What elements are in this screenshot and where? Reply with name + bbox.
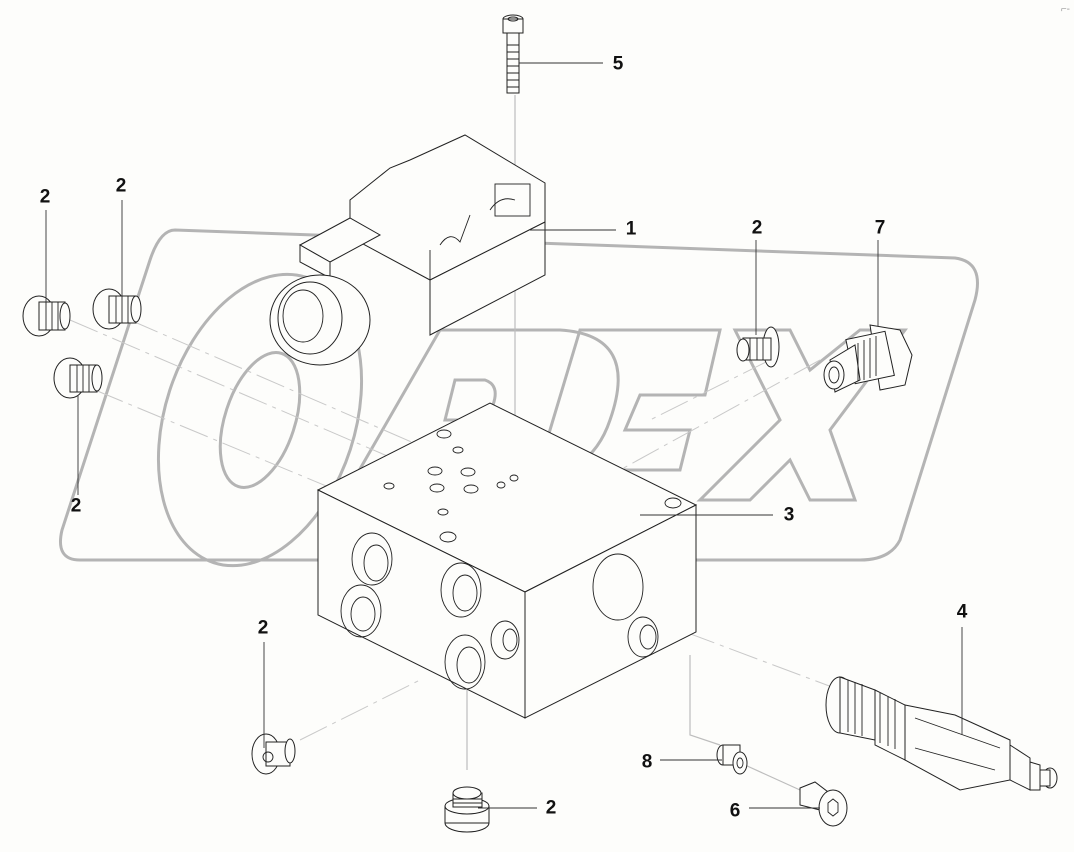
callout-2-lower-left[interactable]: 2	[70, 495, 82, 517]
callout-2-right[interactable]: 2	[751, 217, 763, 239]
assembly-axis-lines	[69, 95, 841, 791]
callout-8[interactable]: 8	[641, 751, 653, 773]
valve-block-side-ports	[592, 553, 659, 658]
callout-2-bottom[interactable]: 2	[545, 797, 557, 819]
part-6-hex-plug[interactable]	[799, 781, 848, 827]
callout-2-bottom-left[interactable]: 2	[257, 617, 269, 639]
part-5-cap-screw[interactable]	[502, 14, 524, 94]
leader-lines	[45, 62, 963, 809]
callout-6[interactable]: 6	[729, 800, 741, 822]
part-2-plug-bottom-left[interactable]	[251, 733, 296, 775]
part-2-plug-bottom[interactable]	[444, 786, 490, 833]
callout-3[interactable]: 3	[783, 504, 795, 526]
part-2-plug-upper-left[interactable]	[22, 295, 71, 337]
callout-2-upper-left[interactable]: 2	[39, 186, 51, 208]
part-2-plug-upper[interactable]	[92, 288, 142, 330]
valve-block-top-ports	[383, 429, 682, 543]
part-7-fitting[interactable]	[823, 324, 913, 393]
callout-7[interactable]: 7	[874, 217, 886, 239]
part-8-orifice-plug[interactable]	[716, 744, 748, 775]
corner-mark: ⌐-	[1060, 4, 1070, 15]
part-3-valve-block[interactable]	[316, 402, 698, 719]
part-2-plug-lower-left[interactable]	[53, 357, 103, 399]
part-1-solenoid-valve[interactable]	[269, 134, 546, 366]
part-4-cartridge-valve[interactable]	[825, 676, 1058, 791]
part-2-plug-right[interactable]	[736, 326, 780, 368]
callout-5[interactable]: 5	[612, 53, 624, 75]
callout-4[interactable]: 4	[956, 601, 968, 623]
callout-1[interactable]: 1	[625, 218, 637, 240]
valve-block-front-ports	[340, 532, 520, 690]
callout-2-upper[interactable]: 2	[115, 175, 127, 197]
